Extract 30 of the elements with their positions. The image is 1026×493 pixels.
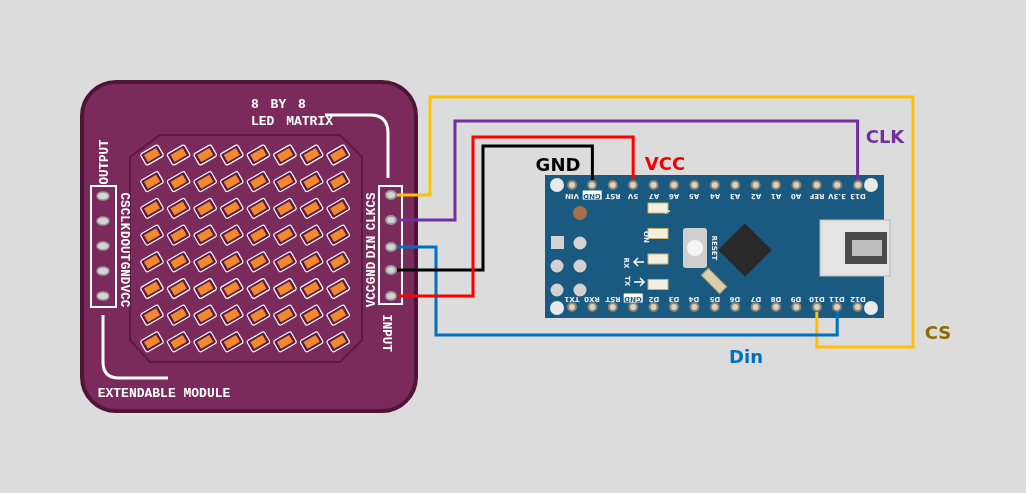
module-label: 8 BY 8 LED MATRIX xyxy=(251,97,334,131)
header-pin xyxy=(385,265,397,275)
header-pin xyxy=(385,242,397,252)
pin-label: GND xyxy=(365,261,379,285)
board-pin xyxy=(811,302,822,312)
pin-label: CLK xyxy=(117,207,131,231)
wire xyxy=(397,135,635,298)
module-label: EXTENDABLE MODULE xyxy=(97,386,231,400)
pin-label: DOUT xyxy=(117,231,131,261)
pin-label: CS xyxy=(365,192,379,208)
header-pin xyxy=(385,190,397,200)
header-title: OUTPUT xyxy=(98,139,112,185)
board-pin xyxy=(587,180,598,190)
wire xyxy=(397,144,594,272)
board-pin xyxy=(628,180,639,190)
pin-label: DIN xyxy=(365,235,379,259)
wire xyxy=(397,95,915,349)
board-pin xyxy=(852,180,863,190)
pin-label: VCC xyxy=(365,284,379,308)
pin-label: CS xyxy=(117,192,131,208)
header-title: INPUT xyxy=(379,314,393,352)
wire xyxy=(397,119,860,222)
header-pin xyxy=(385,291,397,301)
pin-label: CLK xyxy=(365,207,379,231)
pin-label: VCC xyxy=(117,284,131,308)
pin-label: GND xyxy=(117,261,131,285)
led-matrix-module xyxy=(80,80,418,413)
wire xyxy=(397,245,839,337)
header-pin xyxy=(385,215,397,225)
board-pin xyxy=(832,302,843,312)
